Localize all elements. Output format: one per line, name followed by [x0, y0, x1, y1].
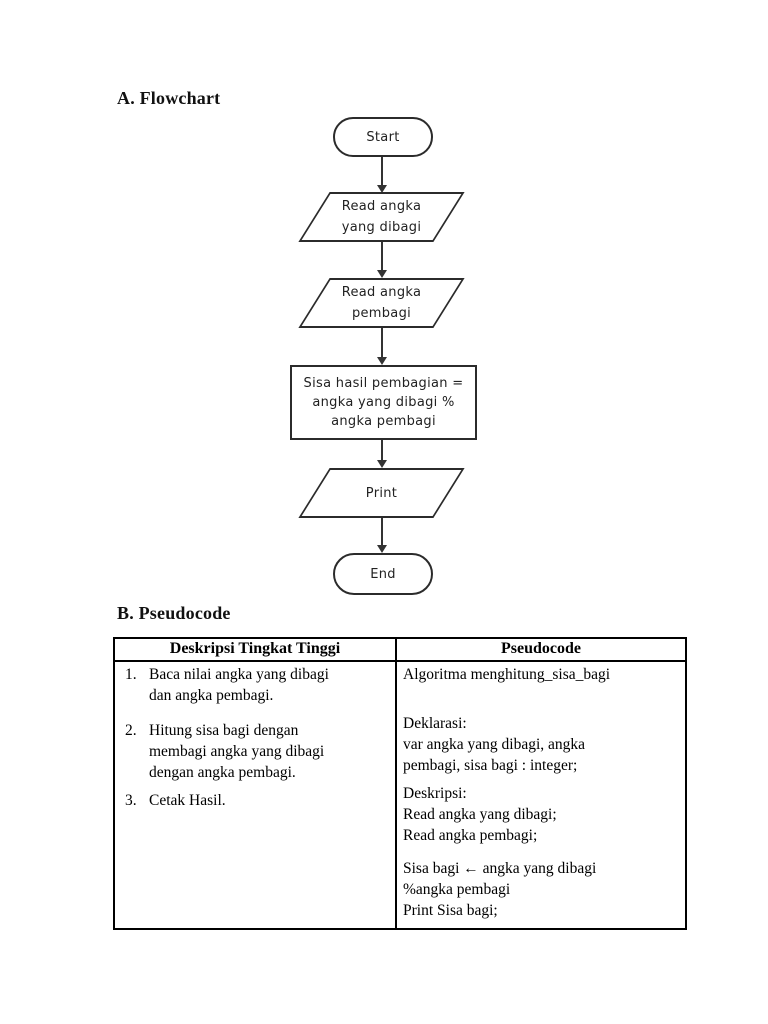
pseudocode-line: Algoritma menghitung_sisa_bagi [403, 666, 611, 683]
pseudocode-line: Deskripsi: [403, 785, 467, 802]
flowchart-process-box: Sisa hasil pembagian = angka yang dibagi… [290, 365, 477, 440]
pseudocode-paragraph: Deklarasi: var angka yang dibagi, angka … [403, 713, 681, 776]
list-item: 2. Hitung sisa bagi dengan membagi angka… [122, 720, 389, 783]
list-item-line: membagi angka yang dibagi [149, 743, 325, 760]
flow-arrow [377, 518, 387, 553]
flowchart-end-terminator: End [333, 553, 433, 595]
print-label: Print [365, 485, 398, 501]
pseudocode-table: Deskripsi Tingkat Tinggi Pseudocode 1. B… [113, 637, 687, 930]
header-deskripsi: Deskripsi Tingkat Tinggi [115, 639, 397, 660]
flowchart-start-terminator: Start [333, 117, 433, 157]
header-pseudocode: Pseudocode [501, 640, 581, 657]
deskripsi-cell: 1. Baca nilai angka yang dibagi dan angk… [115, 662, 397, 928]
list-item-line: dengan angka pembagi. [149, 764, 296, 781]
pseudocode-paragraph: Sisa bagi ← angka yang dibagi %angka pem… [403, 858, 681, 921]
read-dibagi-line2: yang dibagi [341, 220, 422, 235]
list-item-number: 3. [125, 792, 137, 809]
pseudocode-paragraph: Deskripsi: Read angka yang dibagi; Read … [403, 783, 681, 846]
list-item: 1. Baca nilai angka yang dibagi dan angk… [122, 664, 389, 706]
pseudocode-line: Sisa bagi ← angka yang dibagi [403, 860, 597, 877]
read-pembagi-line2: pembagi [351, 306, 412, 321]
list-item: 3. Cetak Hasil. [122, 790, 389, 811]
table-body-row: 1. Baca nilai angka yang dibagi dan angk… [115, 662, 685, 928]
pseudocode-cell: Algoritma menghitung_sisa_bagi Deklarasi… [397, 662, 685, 928]
read-pembagi-line1: Read angka [341, 285, 422, 300]
process-line3: angka pembagi [331, 414, 436, 429]
list-item-line: dan angka pembagi. [149, 687, 274, 704]
pseudocode-line: pembagi, sisa bagi : integer; [403, 757, 578, 774]
flowchart-output-print: Print [298, 468, 465, 518]
start-label: Start [366, 129, 400, 145]
end-label: End [370, 566, 396, 582]
process-line1: Sisa hasil pembagian = [303, 376, 464, 391]
pseudocode-line: var angka yang dibagi, angka [403, 736, 586, 753]
read-dibagi-line1: Read angka [341, 199, 422, 214]
pseudocode-line: Read angka pembagi; [403, 827, 538, 844]
flow-arrow [377, 328, 387, 365]
flow-arrow [377, 440, 387, 468]
list-item-number: 2. [125, 722, 137, 739]
flow-arrow [377, 157, 387, 193]
flowchart-input-read-pembagi: Read angka pembagi [298, 278, 465, 328]
pseudocode-paragraph: Algoritma menghitung_sisa_bagi [403, 664, 681, 685]
pseudocode-line: Deklarasi: [403, 715, 467, 732]
section-b-heading: B. Pseudocode [117, 603, 231, 623]
table-header-row: Deskripsi Tingkat Tinggi Pseudocode [115, 639, 685, 662]
pseudocode-line: Print Sisa bagi; [403, 902, 498, 919]
pseudocode-line: %angka pembagi [403, 881, 511, 898]
process-line2: angka yang dibagi % [312, 395, 455, 410]
flow-arrow [377, 242, 387, 278]
list-item-line: Hitung sisa bagi dengan [149, 722, 299, 739]
flowchart-input-read-dibagi: Read angka yang dibagi [298, 192, 465, 242]
list-item-line: Cetak Hasil. [149, 792, 226, 809]
list-item-line: Baca nilai angka yang dibagi [149, 666, 329, 683]
list-item-number: 1. [125, 666, 137, 683]
section-a-heading: A. Flowchart [117, 88, 221, 108]
pseudocode-line: Read angka yang dibagi; [403, 806, 557, 823]
